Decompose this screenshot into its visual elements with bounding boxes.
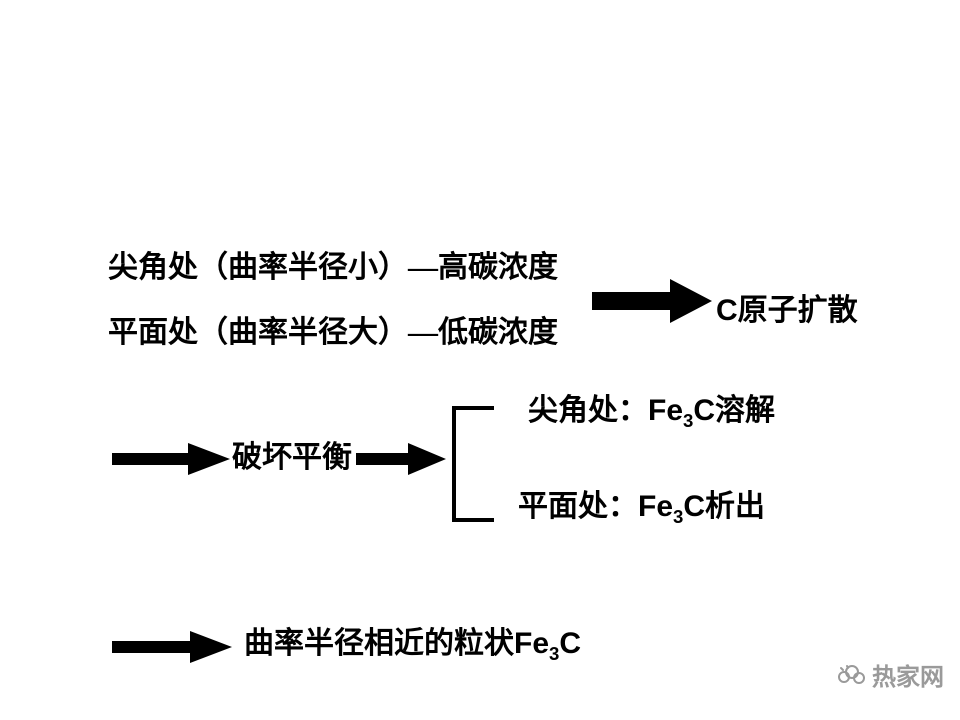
top-right-arrow-icon [592,279,712,323]
top-condition-line-1: 尖角处（曲率半径小）—高碳浓度 [108,251,558,284]
branch-top-pre: 尖角处： [528,394,648,427]
subscript-3: 3 [673,506,684,527]
branch-bracket [452,406,494,522]
branch-bottom-post: 析出 [705,490,766,523]
bottom-result-pre: 曲率半径相近的粒状 [244,627,514,660]
middle-left-arrow-icon [112,443,230,475]
branch-bottom-label: 平面处：Fe3C析出 [518,490,766,527]
top-condition-line-2: 平面处（曲率半径大）—低碳浓度 [108,316,558,349]
fe3c-formula: Fe3C [514,627,582,664]
subscript-3: 3 [683,410,694,431]
bottom-arrow-icon [112,631,232,663]
watermark-text: 热家网 [872,664,944,691]
subscript-3: 3 [549,643,560,664]
fe3c-formula: Fe3C [648,394,716,431]
c-symbol: C [716,294,738,327]
middle-right-arrow-icon [356,443,446,475]
rejiawang-logo-icon [838,664,865,684]
diffusion-result-text: 原子扩散 [737,294,858,327]
diffusion-result-label: C原子扩散 [716,294,858,327]
branch-bottom-pre: 平面处： [518,490,638,523]
fe3c-formula: Fe3C [638,490,706,527]
bottom-result-label: 曲率半径相近的粒状Fe3C [244,627,582,664]
watermark: 热家网 [835,657,944,692]
branch-top-post: 溶解 [715,394,776,427]
balance-label: 破坏平衡 [232,441,352,474]
branch-top-label: 尖角处：Fe3C溶解 [528,394,776,431]
